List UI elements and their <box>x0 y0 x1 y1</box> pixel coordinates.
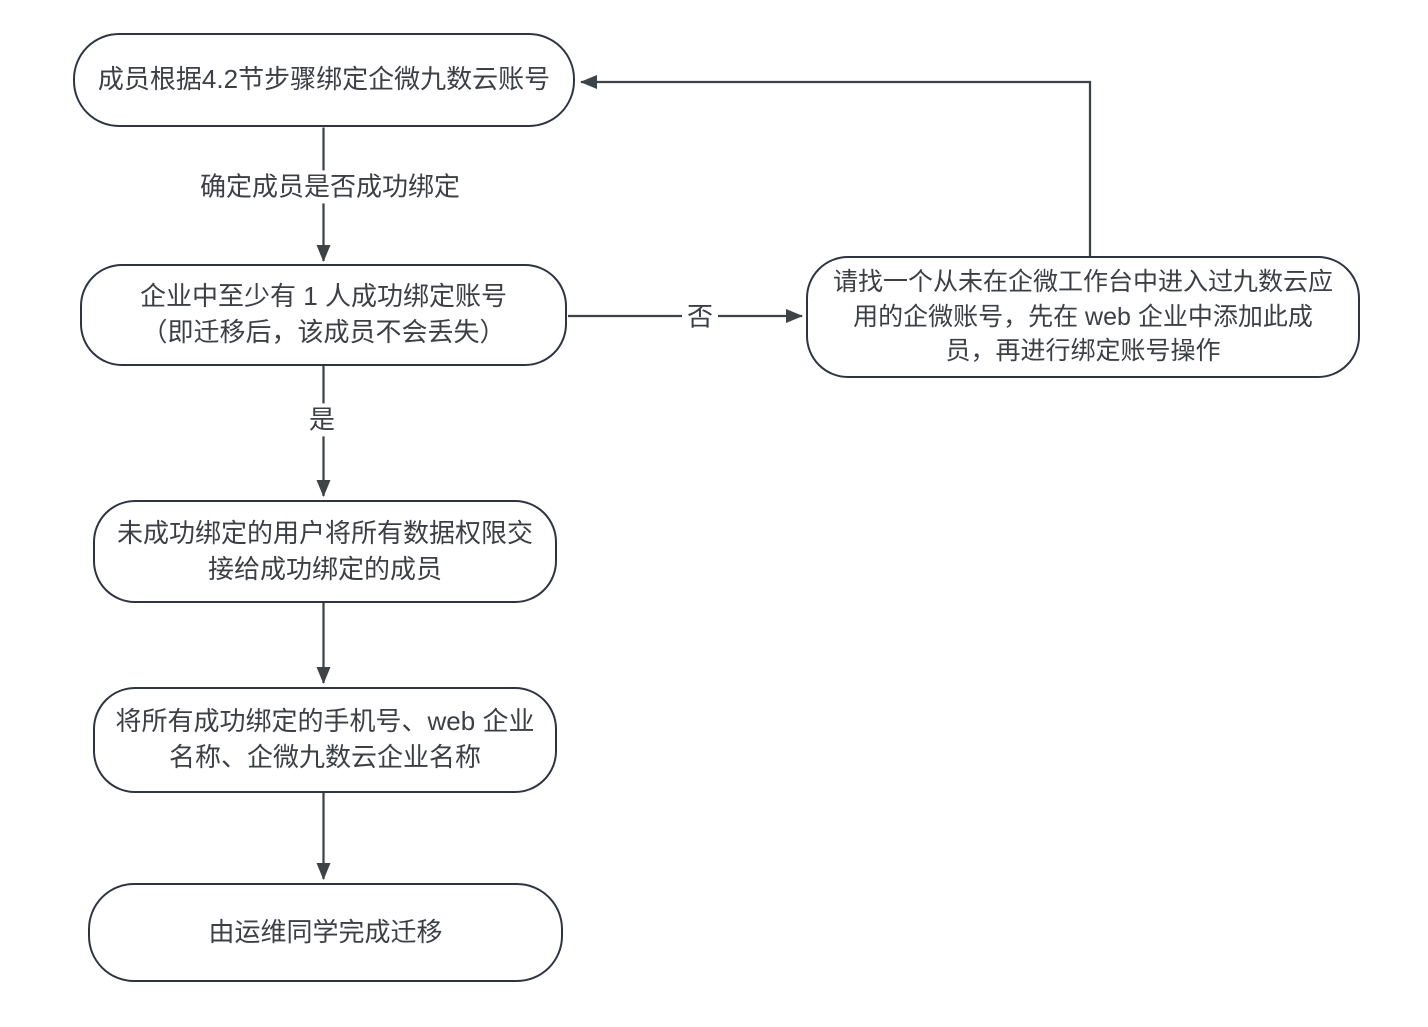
flow-node-bind-account: 成员根据4.2节步骤绑定企微九数云账号 <box>73 33 575 127</box>
flow-node-ops-complete-migration: 由运维同学完成迁移 <box>88 883 563 982</box>
flow-node-collect-bound-info: 将所有成功绑定的手机号、web 企业 名称、企微九数云企业名称 <box>93 687 557 793</box>
flow-node-handover-data-permissions: 未成功绑定的用户将所有数据权限交 接给成功绑定的成员 <box>93 500 557 603</box>
edge-label-yes: 是 <box>303 403 341 437</box>
edge-label-no: 否 <box>681 300 719 334</box>
edge-find-account-back-to-bind <box>580 75 1092 256</box>
flow-node-find-unused-wecom-account: 请找一个从未在企微工作台中进入过九数云应 用的企微账号，先在 web 企业中添加… <box>806 256 1360 378</box>
edge-label-confirm-bind: 确定成员是否成功绑定 <box>194 170 466 204</box>
flow-node-check-at-least-one-bound: 企业中至少有 1 人成功绑定账号 （即迁移后，该成员不会丢失） <box>80 264 567 366</box>
